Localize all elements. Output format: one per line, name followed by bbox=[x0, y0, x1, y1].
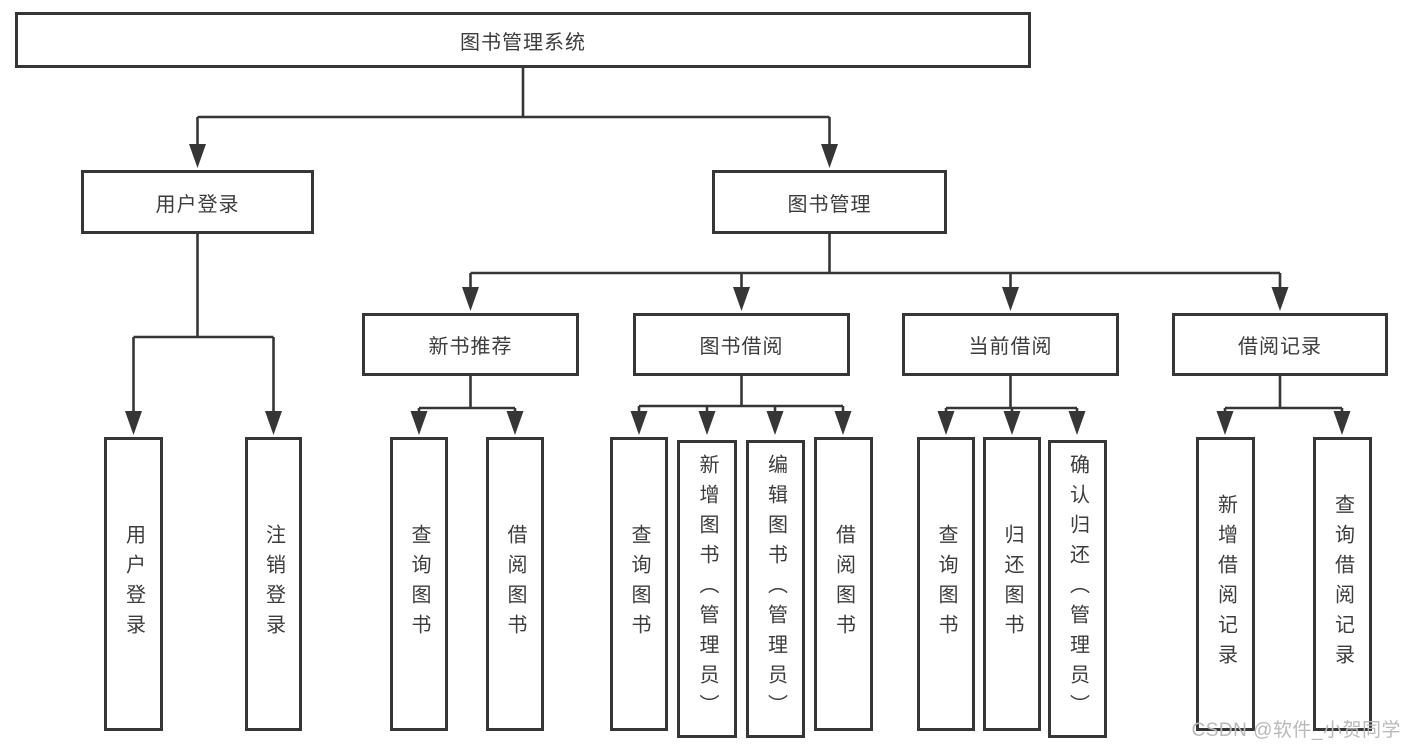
node-user-login: 用户登录 bbox=[81, 170, 314, 234]
node-user-login-label: 用户登录 bbox=[155, 193, 240, 216]
leaf-label: 查询借阅记录 bbox=[1331, 494, 1354, 674]
leaf-query-borrow-record: 查询借阅记录 bbox=[1313, 437, 1372, 731]
leaf-user-login: 用户登录 bbox=[104, 437, 163, 731]
leaf-edit-books-admin: 编辑图书（管理员） bbox=[746, 440, 805, 738]
node-book-management-label: 图书管理 bbox=[787, 193, 872, 216]
node-book-borrow-label: 图书借阅 bbox=[699, 336, 784, 358]
node-root: 图书管理系统 bbox=[15, 12, 1031, 68]
leaf-borrow-books-2: 借阅图书 bbox=[814, 437, 873, 731]
leaf-label: 新增图书（管理员） bbox=[696, 454, 718, 724]
leaf-label: 新增借阅记录 bbox=[1214, 494, 1237, 674]
leaf-return-books: 归还图书 bbox=[983, 437, 1041, 731]
leaf-borrow-books-1: 借阅图书 bbox=[486, 437, 544, 731]
leaf-query-books-3: 查询图书 bbox=[917, 437, 975, 731]
node-borrow-records-label: 借阅记录 bbox=[1238, 336, 1322, 358]
node-new-books: 新书推荐 bbox=[362, 313, 579, 376]
csdn-watermark: CSDN @软件_小贺同学 bbox=[1191, 720, 1401, 741]
leaf-label: 借阅图书 bbox=[832, 524, 855, 644]
leaf-label: 查询图书 bbox=[628, 524, 650, 644]
leaf-label: 借阅图书 bbox=[504, 524, 526, 644]
node-book-management: 图书管理 bbox=[712, 170, 947, 234]
node-book-borrow: 图书借阅 bbox=[633, 313, 850, 376]
leaf-label: 注销登录 bbox=[262, 524, 285, 644]
leaf-label: 查询图书 bbox=[935, 524, 957, 644]
node-borrow-records: 借阅记录 bbox=[1172, 313, 1388, 376]
leaf-label: 用户登录 bbox=[122, 524, 145, 644]
leaf-label: 查询图书 bbox=[408, 524, 430, 644]
node-current-borrow-label: 当前借阅 bbox=[968, 336, 1053, 358]
node-current-borrow: 当前借阅 bbox=[902, 313, 1119, 376]
node-new-books-label: 新书推荐 bbox=[428, 336, 513, 358]
leaf-logout: 注销登录 bbox=[245, 437, 302, 731]
leaf-label: 归还图书 bbox=[1001, 524, 1023, 644]
node-root-label: 图书管理系统 bbox=[460, 31, 586, 54]
leaf-confirm-return-admin: 确认归还（管理员） bbox=[1048, 440, 1107, 738]
leaf-add-borrow-record: 新增借阅记录 bbox=[1196, 437, 1255, 731]
leaf-add-books-admin: 新增图书（管理员） bbox=[677, 440, 737, 738]
leaf-label: 编辑图书（管理员） bbox=[764, 454, 787, 724]
leaf-query-books-2: 查询图书 bbox=[610, 437, 668, 731]
leaf-label: 确认归还（管理员） bbox=[1066, 454, 1089, 724]
leaf-query-books-1: 查询图书 bbox=[390, 437, 448, 731]
